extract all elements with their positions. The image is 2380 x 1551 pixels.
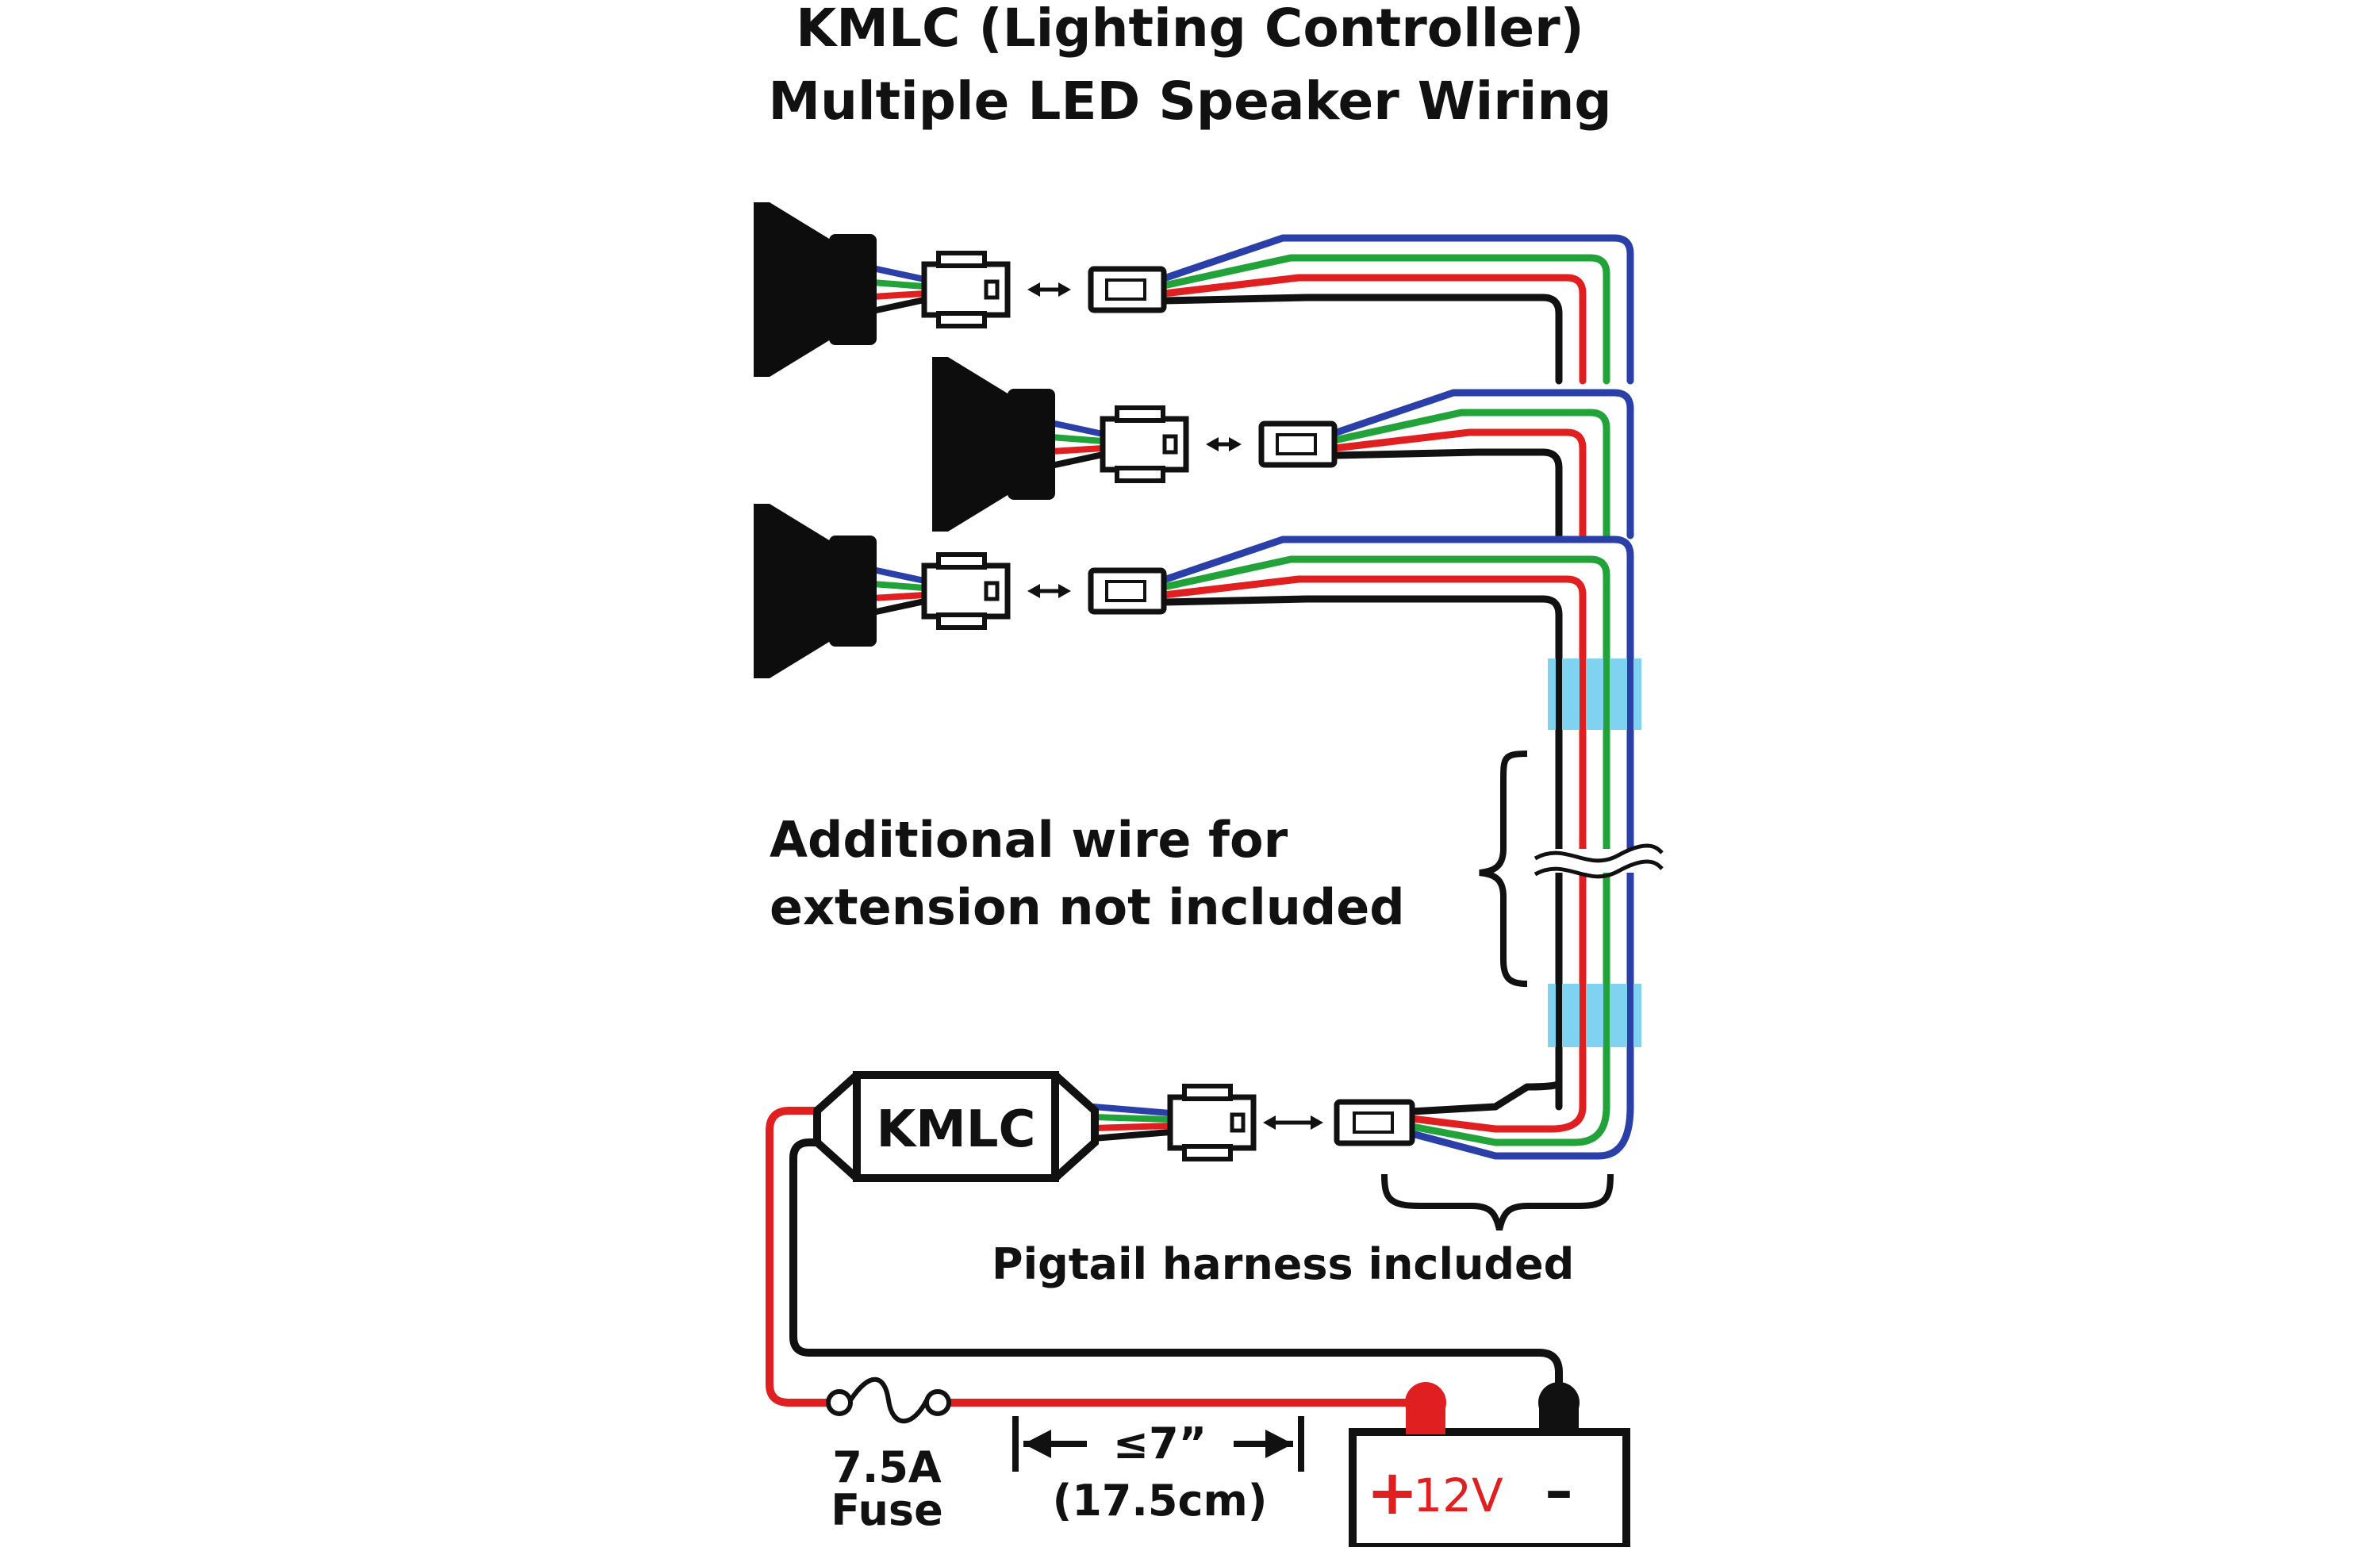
battery-icon — [1349, 1382, 1630, 1551]
double-arrow-icon — [1206, 437, 1242, 451]
double-arrow-icon — [1263, 1115, 1323, 1130]
speaker-1-blue-lead — [869, 265, 927, 282]
battery-negative-sign: – — [1545, 1458, 1573, 1523]
connector-icon — [921, 251, 1011, 328]
connector-icon — [1167, 1084, 1257, 1161]
pigtail-brace-icon — [1381, 1173, 1614, 1230]
pigtail-black-wire — [1408, 1079, 1563, 1115]
power-red-wire — [766, 1107, 832, 1407]
connector-icon — [1334, 1099, 1415, 1146]
branch-2-green-wire — [1330, 409, 1610, 539]
battery-positive-sign: + — [1366, 1457, 1418, 1529]
controller-blue-lead — [1090, 1104, 1173, 1116]
controller-kmlc: KMLC — [813, 1071, 1099, 1182]
extension-text-line-1: Additional wire for — [770, 811, 1288, 869]
branch-3-blue-wire — [1160, 536, 1634, 686]
fuse-icon — [826, 1376, 951, 1424]
speaker-1-green-lead — [869, 279, 927, 290]
controller-label: KMLC — [876, 1100, 1035, 1159]
speakers — [754, 202, 1055, 678]
brace-icon — [1479, 751, 1528, 987]
pigtail-green-wire — [1408, 1103, 1610, 1146]
pigtail-label: Pigtail harness included — [992, 1239, 1574, 1289]
power-black-wire — [789, 1138, 1563, 1388]
fuse-label-line-2: Fuse — [831, 1485, 942, 1535]
extension-text-line-2: extension not included — [770, 878, 1405, 936]
speaker-2-black-lead — [1048, 451, 1106, 469]
controller-green-lead — [1090, 1114, 1173, 1123]
battery-voltage-label: 12V — [1413, 1468, 1503, 1522]
branch-1-black-wire — [1160, 294, 1563, 385]
branch-2-blue-wire — [1330, 389, 1634, 539]
double-arrow-icon — [1027, 584, 1071, 598]
connector-icon — [921, 552, 1011, 630]
fuse-label-line-1: 7.5A — [832, 1442, 942, 1492]
branch-3-red-wire — [1160, 575, 1587, 686]
title-line-2: Multiple LED Speaker Wiring — [768, 71, 1611, 132]
speaker-1-red-lead — [869, 290, 927, 300]
speaker-icon — [932, 357, 1055, 532]
speaker-1-black-lead — [869, 297, 927, 314]
branch-1-red-wire — [1160, 274, 1587, 385]
speaker-3-blue-lead — [869, 566, 927, 584]
speaker-2-green-lead — [1048, 434, 1106, 444]
distance-label: ≤7” — [1113, 1419, 1207, 1468]
controller-red-lead — [1090, 1123, 1173, 1131]
speaker-2-red-lead — [1048, 445, 1106, 455]
connector-icon — [1258, 420, 1338, 468]
speaker-3-black-lead — [869, 598, 927, 616]
double-arrow-icon — [1027, 282, 1071, 297]
speaker-3-red-lead — [869, 592, 927, 601]
distance-metric-label: (17.5cm) — [1053, 1476, 1268, 1526]
speaker-3-green-lead — [869, 581, 927, 591]
branch-1-blue-wire — [1160, 234, 1634, 385]
title-line-1: KMLC (Lighting Controller) — [796, 0, 1584, 59]
branch-3-black-wire — [1160, 595, 1563, 686]
pigtail-red-wire — [1408, 1103, 1587, 1133]
speaker-icon — [754, 504, 877, 678]
splice-markers — [1548, 658, 1641, 1047]
branch-1-green-wire — [1160, 254, 1610, 385]
splice-marker-2 — [1548, 984, 1641, 1047]
speaker-2-blue-lead — [1048, 420, 1106, 437]
connector-icon — [1088, 567, 1167, 615]
connectors — [921, 251, 1415, 1161]
wire-bundle — [766, 234, 1634, 1407]
branch-2-red-wire — [1330, 428, 1587, 539]
connector-icon — [1100, 405, 1189, 483]
speaker-icon — [754, 202, 877, 377]
controller-black-lead — [1090, 1129, 1173, 1142]
connector-icon — [1088, 266, 1167, 313]
pigtail-blue-wire — [1408, 1103, 1634, 1160]
break-icon — [1534, 843, 1664, 879]
branch-2-black-wire — [1330, 448, 1563, 539]
branch-3-green-wire — [1160, 555, 1610, 686]
splice-marker-1 — [1548, 658, 1641, 730]
distance-dimension — [1012, 1416, 1304, 1472]
